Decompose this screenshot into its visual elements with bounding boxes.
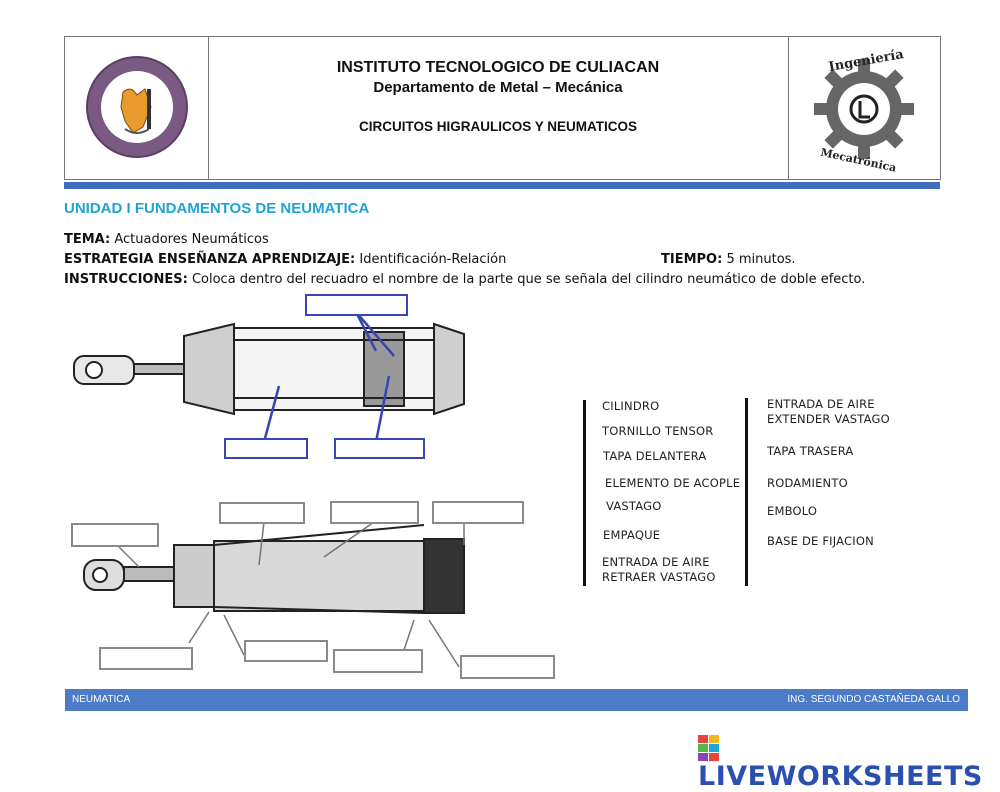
word-entrada-aire-1: ENTRADA DE AIRE (602, 555, 710, 569)
word-base-fijacion: BASE DE FIJACION (767, 534, 874, 548)
word-extender-vastago: EXTENDER VASTAGO (767, 412, 890, 426)
word-tapa-delantera: TAPA DELANTERA (603, 449, 707, 463)
institute-seal-logo (86, 56, 188, 158)
course-name: CIRCUITOS HIGRAULICOS Y NEUMATICOS (358, 119, 638, 134)
instrucciones-label: INSTRUCCIONES: (64, 272, 188, 287)
department-name: Departamento de Metal – Mecánica (373, 79, 623, 96)
estrategia-value: Identificación-Relación (359, 252, 507, 267)
institute-name: INSTITUTO TECNOLOGICO DE CULIACAN (336, 59, 660, 76)
word-elemento-acople: ELEMENTO DE ACOPLE (605, 476, 741, 490)
word-entrada-aire-2: ENTRADA DE AIRE (767, 397, 875, 411)
word-embolo: EMBOLO (767, 504, 818, 518)
footer-left-text: NEUMATICA (72, 694, 131, 705)
tema-line: TEMA: Actuadores Neumáticos (64, 232, 269, 247)
answer-box-bottom-4[interactable] (71, 523, 159, 547)
tema-label: TEMA: (64, 232, 111, 247)
footer-bar: NEUMATICA ING. SEGUNDO CASTAÑEDA GALLO (65, 689, 968, 711)
unit-title: UNIDAD I FUNDAMENTOS DE NEUMATICA (64, 200, 370, 217)
liveworksheets-text: LIVEWORKSHEETS (698, 761, 983, 792)
word-cilindro: CILINDRO (602, 399, 660, 413)
header-box: INSTITUTO TECNOLOGICO DE CULIACAN Depart… (64, 36, 941, 180)
answer-box-top-3[interactable] (334, 438, 425, 459)
word-vastago: VASTAGO (606, 499, 662, 513)
cutaway-cylinder-illustration (73, 311, 465, 443)
estrategia-line: ESTRATEGIA ENSEÑANZA APRENDIZAJE: Identi… (64, 252, 506, 267)
logo-right-cell: Ingeniería Mecatrónica (788, 37, 941, 179)
word-rodamiento: RODAMIENTO (767, 476, 848, 490)
answer-box-bottom-5[interactable] (244, 640, 328, 662)
header-accent-bar (64, 182, 940, 189)
logo-left-cell (65, 37, 209, 179)
tema-value: Actuadores Neumáticos (114, 232, 269, 247)
answer-box-bottom-2[interactable] (330, 501, 419, 524)
answer-box-top-1[interactable] (305, 294, 408, 316)
liveworksheets-blocks-icon (698, 735, 719, 761)
answer-box-bottom-1[interactable] (219, 502, 305, 524)
answer-box-bottom-7[interactable] (333, 649, 423, 673)
answer-box-top-2[interactable] (224, 438, 308, 459)
answer-box-bottom-3[interactable] (432, 501, 524, 524)
word-retraer-vastago: RETRAER VASTAGO (602, 570, 716, 584)
answer-box-bottom-6[interactable] (99, 647, 193, 670)
assembled-cylinder-illustration (83, 521, 465, 668)
liveworksheets-logo: LIVEWORKSHEETS (698, 735, 1000, 792)
tiempo-value: 5 minutos. (726, 252, 796, 267)
instrucciones-value: Coloca dentro del recuadro el nombre de … (191, 272, 866, 287)
instrucciones-line: INSTRUCCIONES: Coloca dentro del recuadr… (64, 272, 944, 287)
word-empaque: EMPAQUE (603, 528, 661, 542)
footer-right-text: ING. SEGUNDO CASTAÑEDA GALLO (787, 694, 960, 705)
tiempo-line: TIEMPO: 5 minutos. (661, 252, 796, 267)
estrategia-label: ESTRATEGIA ENSEÑANZA APRENDIZAJE: (64, 252, 356, 267)
answer-box-bottom-8[interactable] (460, 655, 555, 679)
mecatronica-gear-logo: Ingeniería Mecatrónica (814, 47, 914, 175)
word-tornillo-tensor: TORNILLO TENSOR (602, 424, 714, 438)
word-bank-left-bar (583, 400, 586, 586)
word-tapa-trasera: TAPA TRASERA (767, 444, 854, 458)
word-bank-right-bar (745, 398, 748, 586)
tiempo-label: TIEMPO: (661, 252, 723, 267)
